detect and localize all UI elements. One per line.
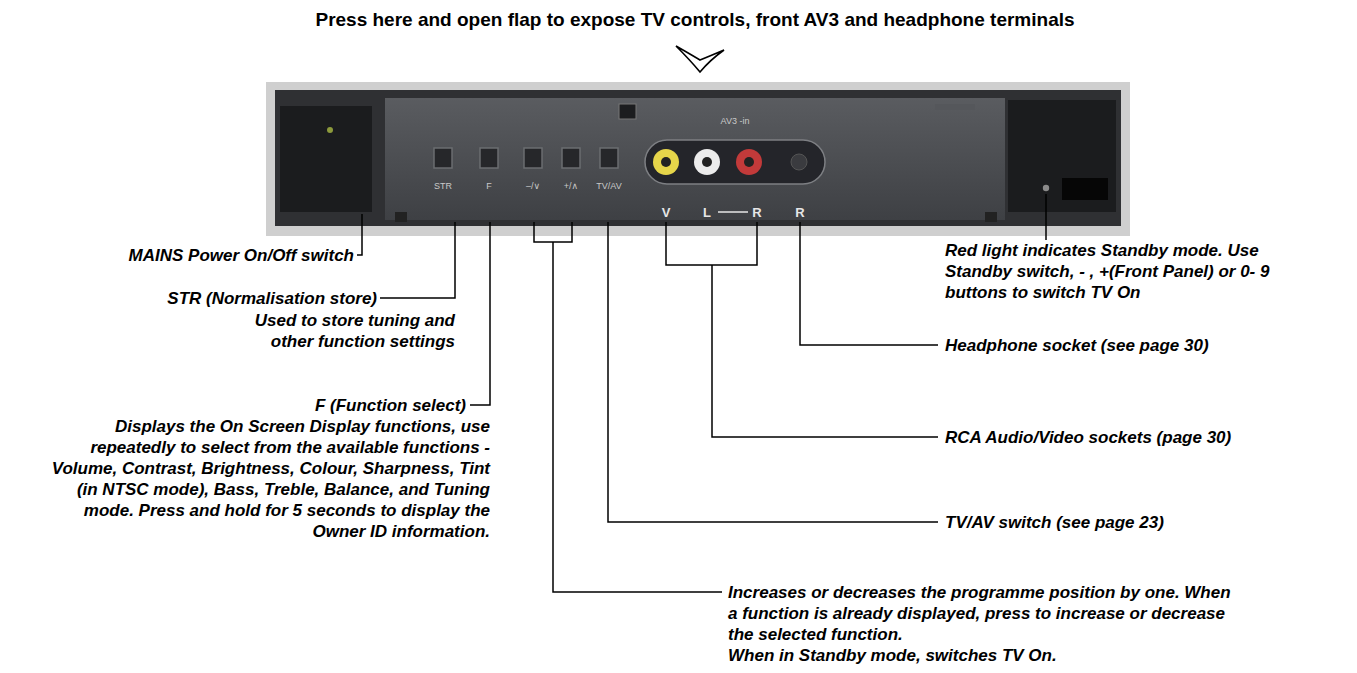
standby-led	[1043, 185, 1049, 191]
socket-surround	[645, 140, 825, 184]
flap-foot	[985, 212, 997, 222]
button	[562, 148, 580, 168]
flap-foot	[395, 212, 407, 222]
bracket	[534, 222, 572, 242]
flap-tab	[619, 104, 636, 119]
heading: Press here and open flap to expose TV co…	[200, 8, 1190, 32]
panel-frame	[266, 82, 1130, 236]
callout-text: RCA Audio/Video sockets (page 30)	[945, 427, 1325, 448]
callout-text: Displays the On Screen Display functions…	[30, 416, 490, 542]
button-label: TV/AV	[594, 181, 624, 192]
button-label: F	[474, 181, 504, 192]
button-label: –/∨	[518, 181, 548, 192]
button	[524, 148, 542, 168]
button-label: STR	[428, 181, 458, 192]
callout-text: Red light indicates Standby mode. Use St…	[945, 240, 1290, 303]
leader-line	[553, 242, 722, 592]
open-arrow	[676, 46, 724, 72]
audio-left-socket	[694, 149, 720, 175]
leader-line	[380, 222, 455, 298]
panel-label: AV3 -in	[700, 116, 770, 127]
standby-block	[1008, 100, 1116, 212]
callout-text: Headphone socket (see page 30)	[945, 335, 1325, 356]
leader-line	[357, 214, 362, 255]
leader-line	[712, 265, 938, 437]
socket-label: L	[697, 205, 717, 220]
ir-window	[1062, 178, 1108, 200]
leader-line	[470, 222, 490, 405]
socket-label: R	[790, 205, 810, 220]
control-flap	[385, 98, 1005, 220]
headphone-socket	[791, 154, 807, 170]
leader-line	[800, 222, 938, 345]
button	[480, 148, 498, 168]
callout-text: TV/AV switch (see page 23)	[945, 512, 1325, 533]
callout-text: Used to store tuning and other function …	[215, 310, 455, 352]
callout-text: MAINS Power On/Off switch	[52, 245, 354, 266]
callout-text: When in Standby mode, switches TV On.	[728, 645, 1233, 666]
button	[600, 148, 618, 168]
leader-line	[608, 222, 938, 522]
callout-heading: STR (Normalisation store)	[75, 288, 377, 309]
button-label: +/∧	[556, 181, 586, 192]
power-indicator	[327, 127, 333, 133]
socket-hole	[744, 157, 754, 167]
panel-body	[275, 90, 1121, 226]
panel-plate	[935, 104, 975, 110]
audio-right-socket	[736, 149, 762, 175]
socket-label: V	[656, 205, 676, 220]
leader-line	[1045, 194, 1047, 240]
power-switch	[280, 106, 372, 212]
video-socket	[653, 149, 679, 175]
bracket	[666, 222, 757, 265]
socket-label: R	[747, 205, 767, 220]
callout-text: Increases or decreases the programme pos…	[728, 582, 1233, 645]
socket-hole	[661, 157, 671, 167]
socket-pair-line	[718, 211, 748, 213]
socket-hole	[702, 157, 712, 167]
callout-heading: F (Function select)	[166, 395, 466, 416]
button	[434, 148, 452, 168]
